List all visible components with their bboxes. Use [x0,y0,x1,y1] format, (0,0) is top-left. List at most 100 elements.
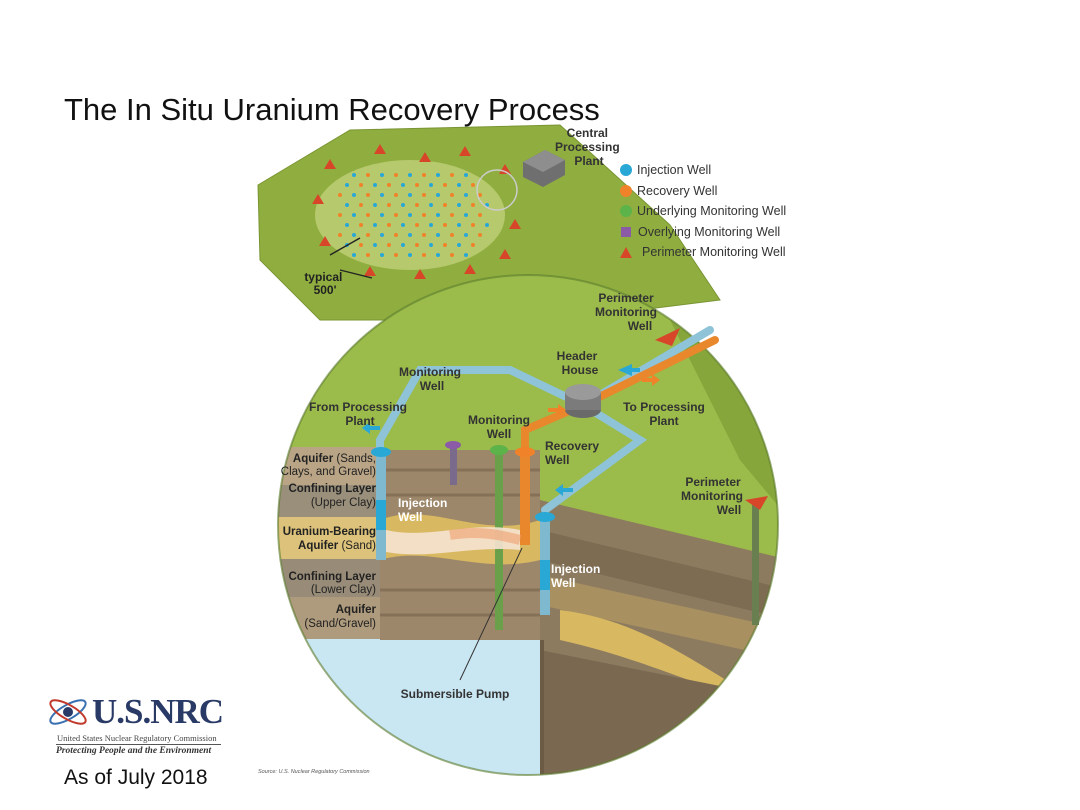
map-well-dot [422,173,426,177]
legend-item-overlying: Overlying Monitoring Well [620,222,786,243]
map-well-dot [366,213,370,217]
map-well-dot [422,233,426,237]
map-well-dot [471,183,475,187]
perimeter-wells [312,144,521,279]
map-well-dot [380,233,384,237]
map-well-dot [443,243,447,247]
legend-item-injection: Injection Well [620,160,786,181]
map-well-dot [471,223,475,227]
map-well-dot [394,213,398,217]
map-well-dot [380,213,384,217]
date-note: As of July 2018 [64,766,208,789]
map-well-dot [359,243,363,247]
map-well-dot [457,183,461,187]
map-well-dot [359,183,363,187]
map-well-dot [464,253,468,257]
map-well-dot [394,173,398,177]
map-well-dot [457,203,461,207]
layer-label-confining-lower: Confining Layer(Lower Clay) [288,571,376,596]
map-well-dot [401,203,405,207]
perimeter-well-marker-right [745,496,768,510]
map-well-dot [338,233,342,237]
map-well-dot [387,243,391,247]
map-well-dot [345,223,349,227]
map-well-dot [359,223,363,227]
map-well-dot [464,233,468,237]
layer-label-aquifer-bottom: Aquifer(Sand/Gravel) [304,604,376,630]
map-well-dot [429,223,433,227]
map-perimeter-well [414,269,426,279]
map-perimeter-well [364,266,376,276]
map-perimeter-well [312,194,324,204]
map-perimeter-well [324,159,336,169]
map-well-dot [373,183,377,187]
map-well-dot [373,243,377,247]
map-well-dot [359,203,363,207]
map-well-dot [338,193,342,197]
map-well-dot [394,233,398,237]
map-well-dot [387,183,391,187]
label-submersible-pump: Submersible Pump [401,687,510,701]
map-well-dot [429,243,433,247]
map-well-dot [387,223,391,227]
map-well-dot [422,193,426,197]
map-well-dot [401,243,405,247]
map-perimeter-well [509,219,521,229]
map-well-dot [373,223,377,227]
map-well-dot [471,243,475,247]
map-well-dot [408,193,412,197]
map-perimeter-well [499,164,511,174]
map-well-dot [478,213,482,217]
perimeter-well-marker-top [655,328,680,346]
map-well-dot [429,183,433,187]
layer-label-aquifer-top: Aquifer (Sands,Clays, and Gravel) [281,453,376,478]
map-well-dot [345,203,349,207]
distance-arrows [329,237,373,279]
map-perimeter-well [499,249,511,259]
circle-outline [277,274,779,776]
map-well-dot [415,203,419,207]
map-well-dot [464,213,468,217]
header-house [565,384,601,418]
map-well-dot [366,233,370,237]
map-well-dot [352,253,356,257]
map-well-dot [450,173,454,177]
map-well-dot [401,223,405,227]
recovery-well-icon [620,184,632,197]
map-well-dot [352,173,356,177]
injection-well-icon [620,164,632,177]
recovery-flow [449,527,522,545]
overlying-monitoring-well-icon [621,226,631,237]
map-well-dot [394,253,398,257]
map-well-dot [394,193,398,197]
map-well-dot [408,253,412,257]
map-well-dot [436,173,440,177]
map-well-dot [485,223,489,227]
map-well-dot [415,183,419,187]
map-well-dot [373,203,377,207]
map-well-dot [401,183,405,187]
plant-label: Central Processing Plant [555,126,623,168]
map-well-dot [408,173,412,177]
nrc-tagline: Protecting People and the Environment [56,746,212,756]
map-well-dot [352,233,356,237]
map-well-dot [338,213,342,217]
map-well-dot [408,233,412,237]
map-well-dot [478,193,482,197]
map-perimeter-well [374,144,386,154]
map-perimeter-well [459,146,471,156]
injection-branch [541,401,648,514]
map-perimeter-well [419,152,431,162]
processing-plant-icon [523,150,565,187]
map-well-dot [471,203,475,207]
slide-title: The In Situ Uranium Recovery Process [64,92,600,127]
map-well-dot [352,213,356,217]
map-well-dot [415,223,419,227]
